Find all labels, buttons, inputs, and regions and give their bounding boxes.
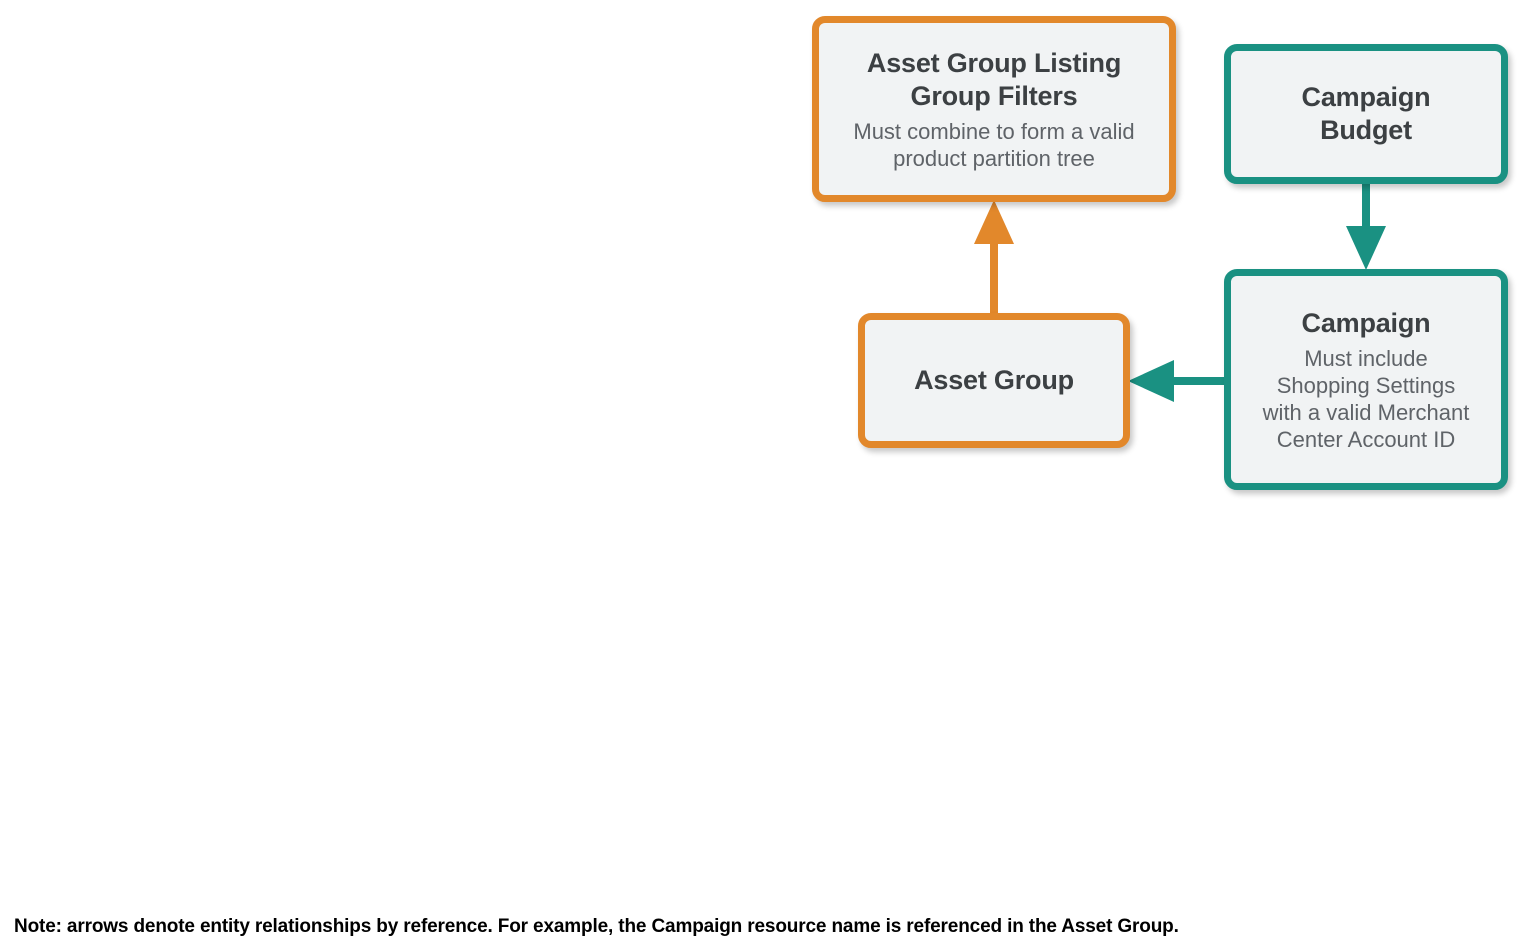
edge-campaign-to-asset-group	[1122, 358, 1234, 404]
node-description: Must include Shopping Settings with a va…	[1262, 345, 1470, 452]
node-title: Asset Group	[914, 365, 1074, 395]
diagram-footnote: Note: arrows denote entity relationships…	[14, 916, 1179, 937]
node-title: Asset Group Listing Group Filters	[866, 47, 1122, 111]
node-campaign-budget[interactable]: Campaign Budget	[1224, 44, 1508, 184]
node-title: Campaign Budget	[1301, 82, 1431, 145]
node-campaign[interactable]: Campaign Must include Shopping Settings …	[1224, 269, 1508, 490]
node-asset-group[interactable]: Asset Group	[858, 313, 1130, 448]
node-description: Must combine to form a valid product par…	[853, 118, 1135, 171]
node-asset-group-listing-group-filters[interactable]: Asset Group Listing Group Filters Must c…	[812, 16, 1176, 202]
edge-asset-group-to-listing-group-filters	[972, 196, 1016, 322]
edge-campaign-budget-to-campaign	[1344, 178, 1388, 274]
node-title: Campaign	[1301, 307, 1431, 338]
